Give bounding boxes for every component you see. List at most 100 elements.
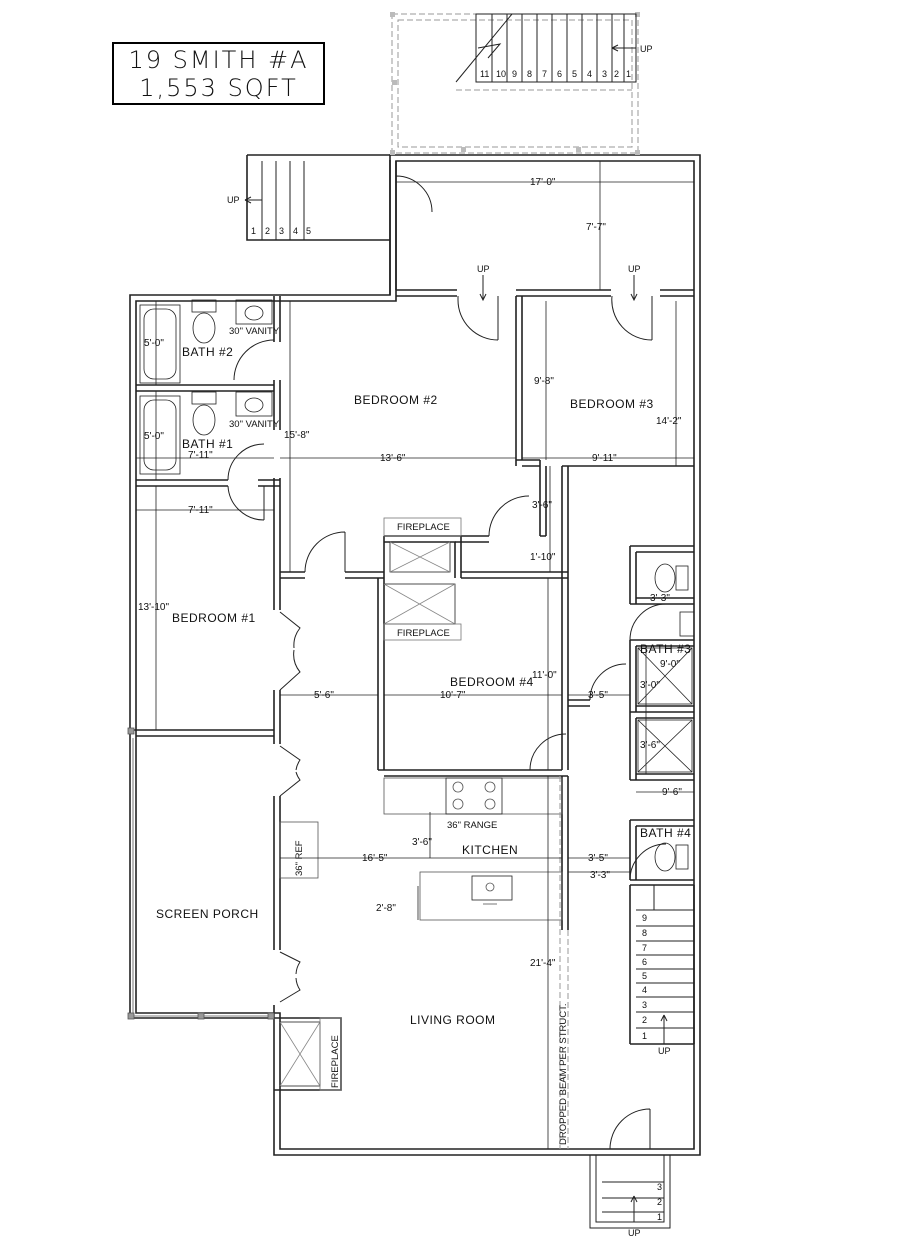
stair-step-number: 3	[642, 1000, 647, 1010]
stair-step-number: 8	[642, 928, 647, 938]
kitchen-fixtures	[279, 777, 563, 921]
fireplaces	[279, 517, 462, 1091]
stair-right-numbers: 9 8 7 6 5 4 3 2 1 UP	[642, 913, 671, 1056]
doors	[227, 175, 667, 1150]
title-block: 19 SMITH #A 1,553 SQFT	[112, 42, 325, 105]
title-address: 19 SMITH #A	[128, 45, 309, 74]
room-label-kitchen: KITCHEN	[462, 843, 518, 857]
title-area: 1,553 SQFT	[139, 73, 298, 102]
stair-step-number: 11	[480, 69, 489, 79]
room-label-living-room: LIVING ROOM	[410, 1013, 496, 1027]
dimension-label: 7'-11"	[188, 505, 213, 516]
dimension-label: 3'-3"	[650, 593, 670, 604]
stair-step-number: 3	[602, 69, 607, 79]
dimension-label: 3'-3"	[590, 870, 610, 881]
room-label-bedroom-3: BEDROOM #3	[570, 397, 654, 411]
stair-up-label: UP	[640, 44, 653, 54]
dimension-label: 11'-0"	[532, 670, 557, 681]
dimension-label: 5'-6"	[314, 690, 334, 701]
stair-step-number: 2	[614, 69, 619, 79]
room-label-bedroom-4: BEDROOM #4	[450, 675, 534, 689]
stair-step-number: 4	[587, 69, 592, 79]
fixture-labels: 30" VANITY 30" VANITY FIREPLACE FIREPLAC…	[229, 326, 569, 1145]
dimension-label: 3'-5"	[588, 853, 608, 864]
vanity-label: 30" VANITY	[229, 419, 280, 430]
stair-step-number: 2	[265, 226, 270, 236]
dimension-label: 9'-6"	[662, 787, 682, 798]
stair-step-number: 7	[642, 943, 647, 953]
dimension-label: 13'-6"	[380, 453, 406, 464]
stair-step-number: 9	[512, 69, 517, 79]
dimension-label: 9'-8"	[534, 376, 554, 387]
dimension-label: 5'-0"	[144, 431, 164, 442]
dimension-label: 15'-8"	[284, 430, 310, 441]
dimension-lines	[136, 161, 694, 1149]
stair-up-label: UP	[628, 264, 641, 274]
stair-step-number: 1	[657, 1212, 662, 1222]
dropped-beam-label: DROPPED BEAM PER STRUCT.	[558, 1004, 569, 1145]
dimension-label: 16'-5"	[362, 853, 388, 864]
stair-step-number: 5	[572, 69, 577, 79]
dimension-label: 2'-8"	[376, 903, 396, 914]
fireplace-label: FIREPLACE	[397, 522, 450, 533]
stair-up-label: UP	[227, 195, 240, 205]
walls	[129, 154, 701, 1156]
stair-left	[244, 155, 305, 240]
dropped-beam	[559, 776, 569, 1149]
stair-bottom-numbers: 3 2 1 UP	[628, 1182, 662, 1238]
stair-step-number: 5	[642, 971, 647, 981]
fireplace-label: FIREPLACE	[330, 1035, 341, 1088]
dimension-label: 14'-2"	[656, 416, 682, 427]
railing-posts	[390, 12, 640, 155]
refrigerator-label: 36" REF	[294, 840, 305, 876]
dimension-label: 21'-4"	[530, 958, 556, 969]
dimension-label: 7'-7"	[586, 222, 606, 233]
dimension-labels: 17'-0" 7'-7" 5'-0" 5'-0" 15'-8" 9'-8" 14…	[138, 177, 682, 969]
stair-step-number: 2	[657, 1197, 662, 1207]
room-label-bedroom-1: BEDROOM #1	[172, 611, 256, 625]
up-arrows	[479, 275, 638, 302]
stair-step-number: 3	[657, 1182, 662, 1192]
fireplace-label: FIREPLACE	[397, 628, 450, 639]
room-label-bath-4: BATH #4	[640, 826, 691, 840]
room-label-bath-1: BATH #1	[182, 437, 233, 451]
dimension-label: 3'-6"	[412, 837, 432, 848]
dimension-label: 9'-11"	[592, 453, 617, 464]
stair-step-number: 1	[251, 226, 256, 236]
stair-step-number: 6	[557, 69, 562, 79]
dimension-label: 3'-5"	[588, 690, 608, 701]
stair-step-number: 4	[293, 226, 298, 236]
stair-step-number: 6	[642, 957, 647, 967]
stair-left-numbers: 1 2 3 4 5 UP	[227, 195, 311, 236]
dimension-label: 3'-0"	[640, 680, 660, 691]
stair-up-label: UP	[628, 1228, 641, 1238]
dimension-label: 10'-7"	[440, 690, 466, 701]
dimension-label: 7'-11"	[188, 450, 213, 461]
stair-top-numbers: 11 10 9 8 7 6 5 4 3 2 1 UP	[480, 44, 653, 79]
bath-fixtures	[139, 299, 695, 872]
room-labels: BATH #2 BATH #1 BEDROOM #2 BEDROOM #3 BE…	[156, 345, 691, 1027]
stair-step-number: 2	[642, 1015, 647, 1025]
stair-step-number: 8	[527, 69, 532, 79]
range-label: 36" RANGE	[447, 820, 497, 831]
room-label-bedroom-2: BEDROOM #2	[354, 393, 438, 407]
stair-right	[636, 885, 694, 1044]
dimension-label: 5'-0"	[144, 338, 164, 349]
stair-top	[455, 13, 637, 83]
room-label-bath-3: BATH #3	[640, 642, 691, 656]
stair-up-label: UP	[658, 1046, 671, 1056]
room-label-bath-2: BATH #2	[182, 345, 233, 359]
room-label-screen-porch: SCREEN PORCH	[156, 907, 259, 921]
stair-step-number: 10	[496, 69, 506, 79]
dimension-label: 17'-0"	[530, 177, 556, 188]
dimension-label: 13'-10"	[138, 602, 169, 613]
stair-step-number: 3	[279, 226, 284, 236]
stair-step-number: 9	[642, 913, 647, 923]
stair-step-number: 7	[542, 69, 547, 79]
vanity-label: 30" VANITY	[229, 326, 280, 337]
dimension-label: 1'-10"	[530, 552, 556, 563]
stair-up-label: UP	[477, 264, 490, 274]
stair-step-number: 1	[642, 1031, 647, 1041]
dimension-label: 9'-0"	[660, 659, 680, 670]
